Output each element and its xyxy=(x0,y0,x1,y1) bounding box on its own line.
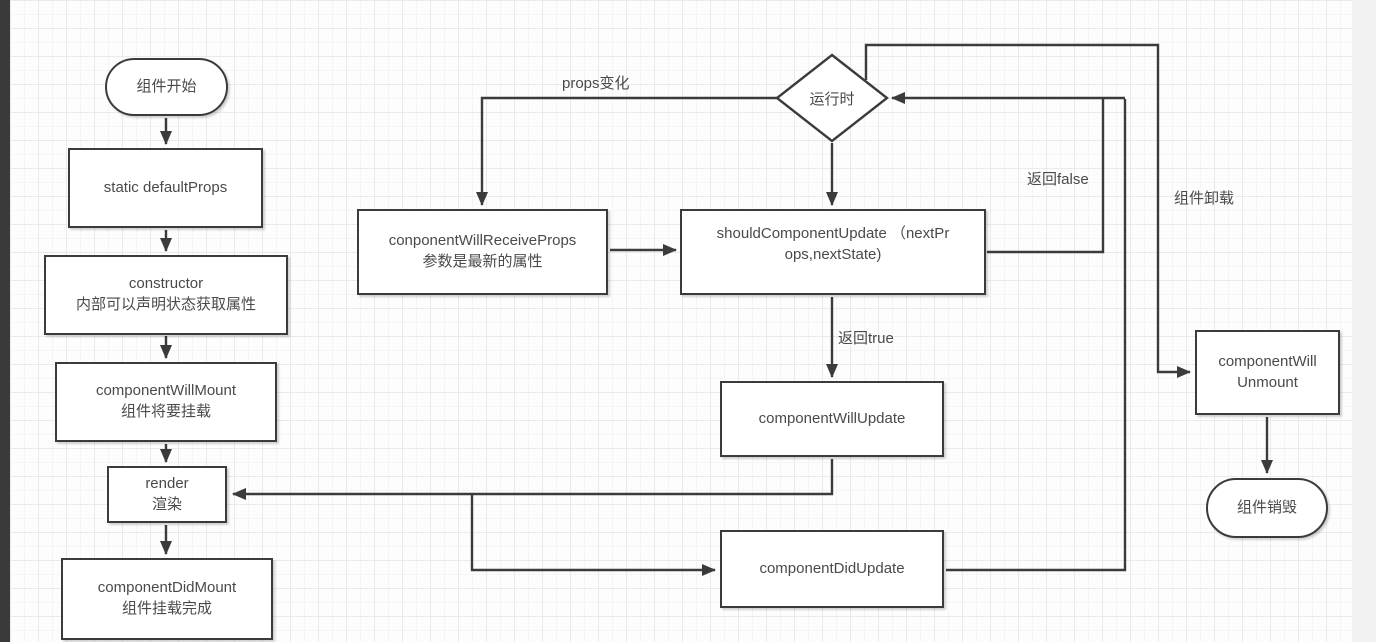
node-constructor-subtitle: 内部可以声明状态获取属性 xyxy=(75,296,256,313)
node-componentwillmount[interactable]: componentWillMount 组件将要挂载 xyxy=(55,362,277,442)
node-componentdidmount[interactable]: componentDidMount 组件挂载完成 xyxy=(61,558,273,640)
node-componentwillupdate[interactable]: componentWillUpdate xyxy=(720,381,944,457)
node-componentwillreceiveprops[interactable]: conponentWillReceiveProps 参数是最新的属性 xyxy=(357,209,608,295)
edge-willupdate-to-render xyxy=(232,459,834,500)
edge-label-props-change: props变化 xyxy=(562,75,630,92)
edge-runtime-to-willreceiveprops xyxy=(476,96,777,206)
node-componentwillmount-title: componentWillMount xyxy=(95,382,237,400)
node-component-destroy[interactable]: 组件销毁 xyxy=(1206,478,1328,538)
edge-branch-to-didupdate xyxy=(470,494,716,576)
node-static-defaultprops[interactable]: static defaultProps xyxy=(68,148,263,228)
node-runtime-label: 运行时 xyxy=(809,91,855,108)
edge-runtime-to-willunmount xyxy=(864,43,1191,378)
node-component-start[interactable]: 组件开始 xyxy=(105,58,228,116)
node-componentdidmount-title: componentDidMount xyxy=(97,579,237,597)
node-componentdidupdate-title: componentDidUpdate xyxy=(759,559,905,577)
node-componentwillreceiveprops-subtitle: 参数是最新的属性 xyxy=(422,253,543,270)
node-componentdidmount-subtitle: 组件挂载完成 xyxy=(121,600,212,617)
node-componentwillupdate-title: componentWillUpdate xyxy=(758,409,906,427)
node-shouldcomponentupdate-title2: ops,nextState) xyxy=(784,246,882,263)
window-left-edge xyxy=(0,0,10,642)
node-render-title: render xyxy=(145,474,189,492)
node-component-destroy-label: 组件销毁 xyxy=(1236,498,1297,516)
node-componentdidupdate[interactable]: componentDidUpdate xyxy=(720,530,944,608)
runtime-decision-diamond[interactable] xyxy=(775,53,889,143)
node-constructor[interactable]: constructor 内部可以声明状态获取属性 xyxy=(44,255,288,335)
node-static-defaultprops-label: static defaultProps xyxy=(103,178,228,196)
node-shouldcomponentupdate-title: shouldComponentUpdate （nextPr xyxy=(716,225,950,243)
node-componentwillunmount-title: componentWill xyxy=(1218,352,1317,370)
node-componentwillreceiveprops-title: conponentWillReceiveProps xyxy=(388,232,577,250)
node-component-start-label: 组件开始 xyxy=(136,77,197,95)
node-constructor-title: constructor xyxy=(128,275,204,293)
node-render-subtitle: 渲染 xyxy=(151,495,182,513)
edge-didupdate-loop xyxy=(946,99,1127,572)
edge-label-return-false: 返回false xyxy=(1027,171,1089,188)
grid-canvas xyxy=(10,0,1352,642)
node-render[interactable]: render 渲染 xyxy=(107,466,227,523)
edge-shouldupdate-returnfalse-loop xyxy=(987,99,1105,254)
node-componentwillunmount-title2: Unmount xyxy=(1237,373,1298,391)
node-componentwillunmount[interactable]: componentWill Unmount xyxy=(1195,330,1340,415)
edge-label-return-true: 返回true xyxy=(838,330,894,347)
node-shouldcomponentupdate[interactable]: shouldComponentUpdate （nextPr ops,nextSt… xyxy=(680,209,986,295)
node-componentwillmount-subtitle: 组件将要挂载 xyxy=(120,403,211,420)
edge-label-unmount: 组件卸载 xyxy=(1174,190,1235,207)
